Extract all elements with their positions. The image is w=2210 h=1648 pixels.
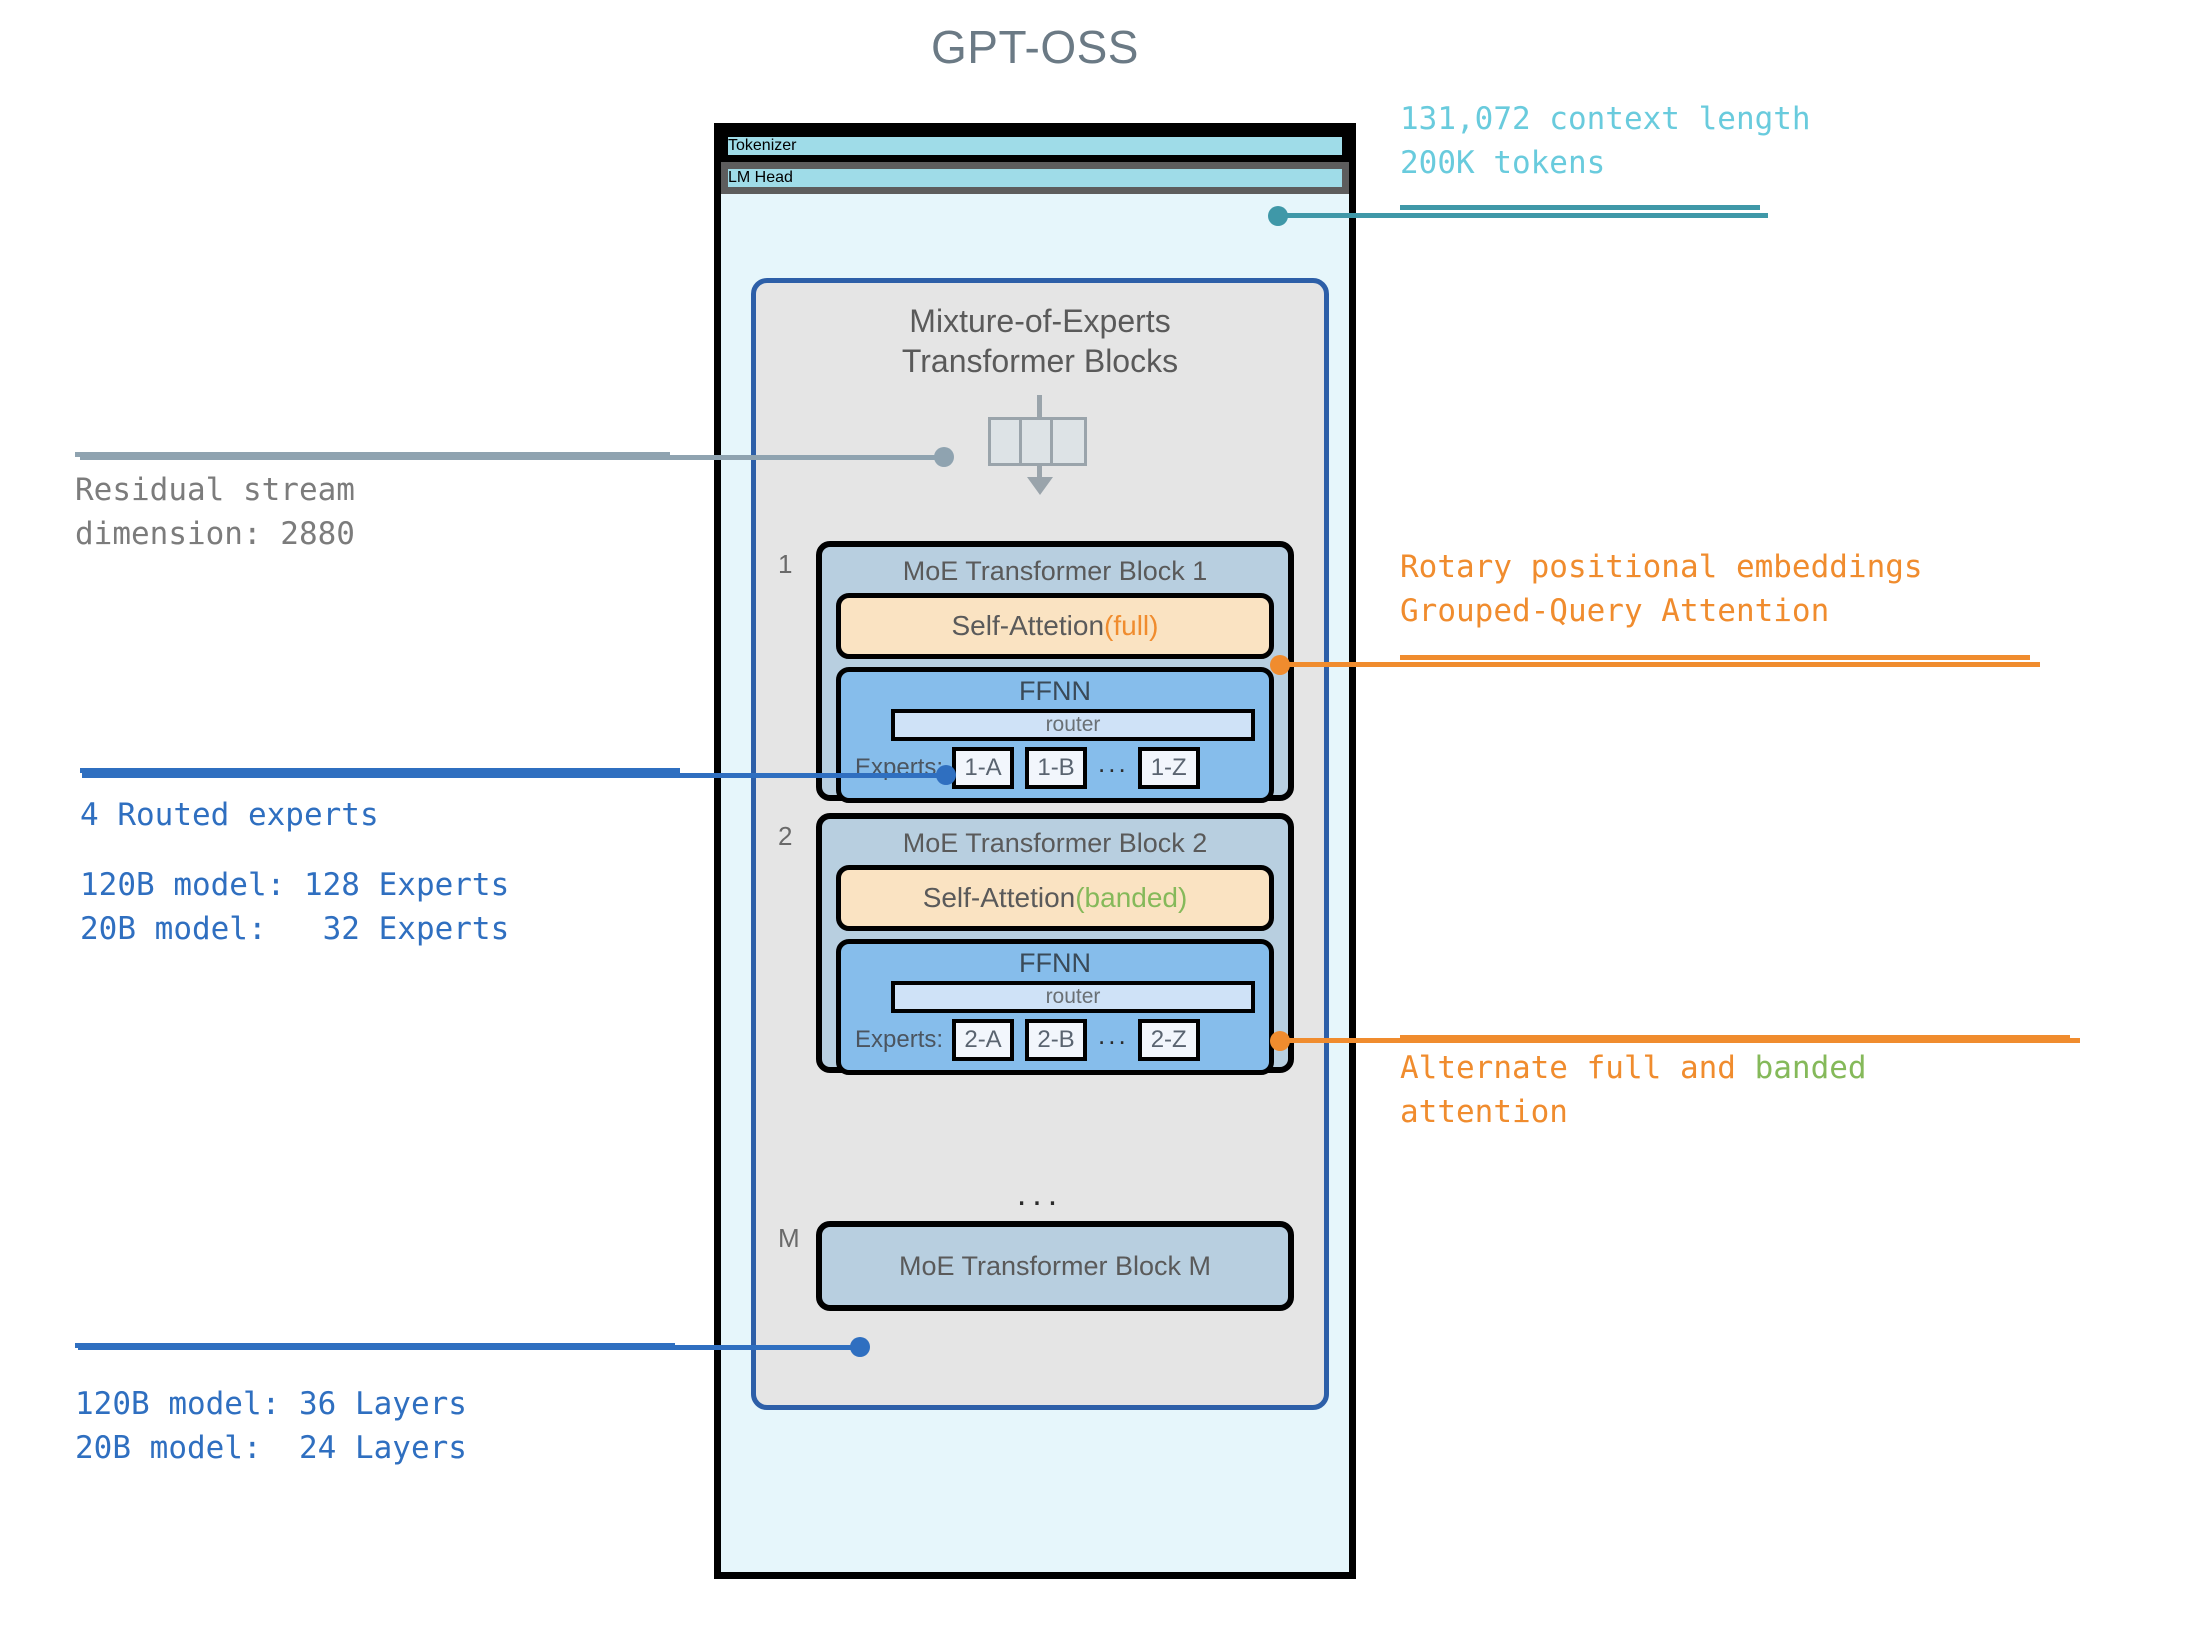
block-2-ffnn-label: FFNN (1019, 948, 1091, 978)
block-1-router[interactable]: router (891, 709, 1255, 741)
block-2-router[interactable]: router (891, 981, 1255, 1013)
alternate-banded-word: banded (1754, 1050, 1867, 1086)
rope-leader-dot-icon (1270, 655, 1290, 675)
residual-cell (1022, 420, 1053, 463)
block-1-expert-z[interactable]: 1-Z (1137, 747, 1200, 789)
context-leader-dot-icon (1268, 206, 1288, 226)
context-underline (1400, 205, 1760, 210)
residual-cell (1053, 420, 1084, 463)
block-2-title: MoE Transformer Block 2 (902, 828, 1208, 858)
block-1-ffnn[interactable]: FFNN router Experts: 1-A 1-B ... 1-Z (836, 667, 1274, 803)
block-1-experts-ellipsis: ... (1098, 747, 1129, 778)
block-2-expert-a[interactable]: 2-A (952, 1019, 1015, 1061)
block-1-expert-b[interactable]: 1-B (1025, 747, 1088, 789)
annotation-layer-counts: 120B model: 36 Layers 20B model: 24 Laye… (75, 1386, 467, 1466)
moe-transformer-block-1[interactable]: MoE Transformer Block 1 Self-Attetion (f… (816, 541, 1294, 803)
block-2-self-attention[interactable]: Self-Attetion (banded) (836, 865, 1274, 931)
block-1-expert-a[interactable]: 1-A (952, 747, 1015, 789)
alternate-suffix: attention (1400, 1094, 1568, 1130)
residual-stream-cells (988, 417, 1087, 466)
tokenizer-label: Tokenizer (728, 137, 797, 154)
block-2-experts-row: Experts: 2-A 2-B ... 2-Z (855, 1019, 1269, 1061)
residual-arrow-head-icon (1027, 477, 1053, 495)
layers-leader-dot-icon (850, 1337, 870, 1357)
experts-underline (80, 768, 680, 773)
block-index-2: 2 (778, 821, 793, 851)
moe-heading-line2: Transformer Blocks (901, 343, 1179, 379)
experts-leader-line (82, 773, 944, 778)
block-2-attention-kind: (banded) (1075, 882, 1188, 913)
block-m-title: MoE Transformer Block M (898, 1250, 1212, 1281)
rope-leader-line (1280, 662, 2040, 667)
block-2-experts-label: Experts: (855, 1026, 944, 1053)
model-container: Tokenizer Mixture-of-Experts Transformer… (714, 123, 1356, 1579)
annotation-rope-gqa: Rotary positional embeddings Grouped-Que… (1400, 549, 1923, 629)
page-title: GPT-OSS (931, 21, 1139, 73)
moe-transformer-block-2[interactable]: MoE Transformer Block 2 Self-Attetion (b… (816, 813, 1294, 1075)
moe-transformer-block-m[interactable]: MoE Transformer Block M (816, 1221, 1294, 1311)
block-1-ffnn-label: FFNN (1019, 676, 1091, 706)
block-2-experts-ellipsis: ... (1098, 1019, 1129, 1050)
block-index-1: 1 (778, 549, 793, 579)
experts-leader-dot-icon (936, 765, 956, 785)
residual-cell (991, 420, 1022, 463)
lm-head-block[interactable]: LM Head (721, 162, 1349, 194)
alternate-attention-leader-line (1280, 1038, 2080, 1043)
annotation-routed-experts: 4 Routed experts (80, 797, 379, 833)
moe-transformer-section: Mixture-of-Experts Transformer Blocks 1 … (751, 278, 1329, 1410)
rope-underline (1400, 655, 2030, 660)
residual-underline (75, 452, 670, 457)
lm-head-label: LM Head (728, 169, 793, 186)
residual-leader-dot-icon (934, 447, 954, 467)
block-1-title: MoE Transformer Block 1 (902, 556, 1208, 586)
moe-section-heading: Mixture-of-Experts Transformer Blocks (756, 301, 1324, 381)
annotation-expert-counts: 120B model: 128 Experts 20B model: 32 Ex… (80, 867, 510, 947)
block-1-attention-kind: (full) (1104, 610, 1159, 641)
annotation-alternate-attention: Alternate full and banded attention (1400, 1046, 1867, 1134)
residual-stream-widget (980, 395, 1100, 495)
moe-heading-line1: Mixture-of-Experts (909, 303, 1171, 339)
layers-underline (75, 1343, 675, 1348)
alternate-attention-overline (1400, 1035, 2070, 1040)
block-index-m: M (778, 1223, 800, 1253)
annotation-residual-stream: Residual stream dimension: 2880 (75, 472, 355, 552)
block-2-attention-label: Self-Attetion (922, 882, 1076, 913)
block-2-expert-z[interactable]: 2-Z (1137, 1019, 1200, 1061)
residual-leader-line (80, 455, 940, 460)
block-2-ffnn[interactable]: FFNN router Experts: 2-A 2-B ... 2-Z (836, 939, 1274, 1075)
annotation-context-length: 131,072 context length 200K tokens (1400, 101, 1811, 181)
blocks-ellipsis: ... (1016, 1175, 1064, 1213)
residual-arrow-out (1037, 463, 1042, 479)
context-leader-line (1278, 213, 1768, 218)
block-1-attention-label: Self-Attetion (951, 610, 1105, 641)
alternate-attention-leader-dot-icon (1270, 1031, 1290, 1051)
alternate-prefix: Alternate full and (1400, 1050, 1755, 1086)
tokenizer-block[interactable]: Tokenizer (721, 130, 1349, 162)
block-1-router-label: router (1045, 713, 1101, 736)
block-2-expert-b[interactable]: 2-B (1025, 1019, 1088, 1061)
block-2-router-label: router (1045, 985, 1101, 1008)
block-1-experts-row: Experts: 1-A 1-B ... 1-Z (855, 747, 1269, 789)
residual-arrow-in (1037, 395, 1042, 419)
block-1-self-attention[interactable]: Self-Attetion (full) (836, 593, 1274, 659)
